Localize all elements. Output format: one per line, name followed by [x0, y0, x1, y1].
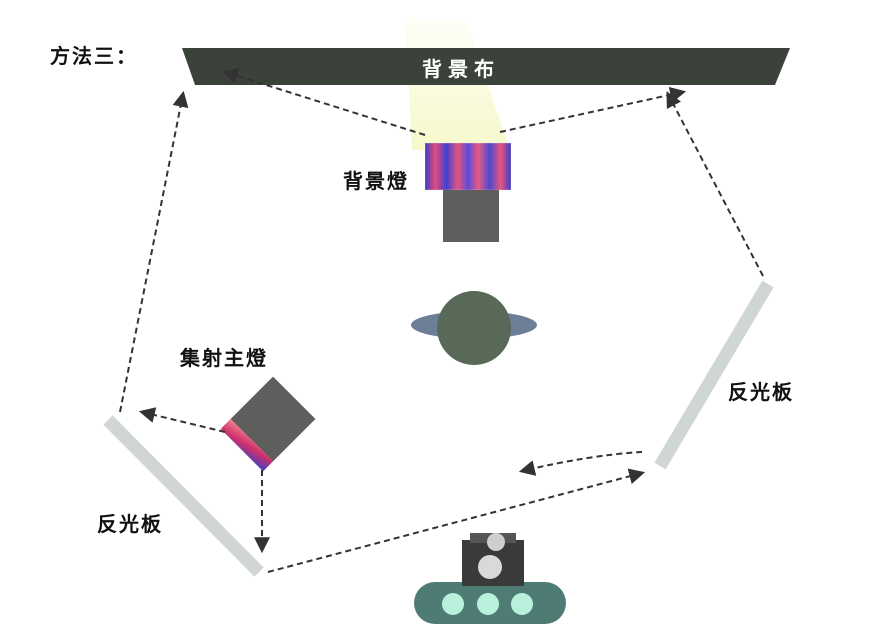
reflector-left: [103, 415, 264, 577]
arrow-reflector-right-to-top: [666, 91, 764, 277]
arrow-bglight-to-backdrop-left: [221, 68, 426, 136]
camera-lens-1: [442, 593, 464, 615]
arrow-bglight-to-backdrop-right: [499, 86, 687, 133]
subject-head: [437, 291, 511, 365]
arrow-reflector-left-to-top: [119, 90, 189, 413]
arrow-keylight-to-reflector: [138, 407, 226, 433]
reflector-right: [654, 280, 774, 470]
backdrop: [182, 48, 790, 85]
light-paths: [119, 68, 764, 573]
reflector-right-label: 反光板: [728, 380, 794, 404]
arrow-reflector-right-to-subject: [518, 451, 643, 476]
backdrop-label: 背景布: [422, 57, 500, 81]
camera-lens-3: [511, 593, 533, 615]
reflector-left-label: 反光板: [97, 512, 163, 536]
background-light-body: [443, 190, 499, 242]
camera: [414, 533, 566, 624]
diagram-title: 方法三：: [50, 44, 138, 68]
background-light-label: 背景燈: [343, 169, 409, 193]
camera-lens-2: [477, 593, 499, 615]
arrow-reflector-left-to-right: [267, 468, 646, 573]
key-light: [220, 376, 316, 472]
camera-lens-front: [478, 555, 502, 579]
background-light-gel: [425, 143, 511, 190]
key-light-gel: [220, 419, 273, 472]
background-light: [424, 142, 512, 242]
subject: [411, 291, 537, 365]
key-light-label: 集射主燈: [180, 346, 268, 370]
